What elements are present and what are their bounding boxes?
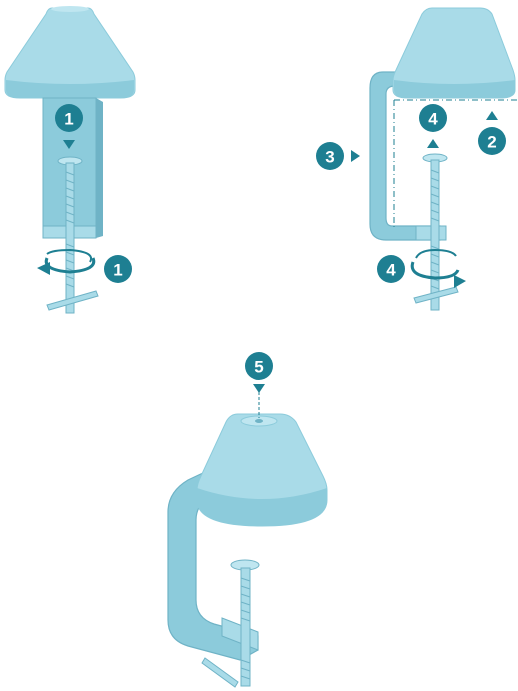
step-badge-4-top: 4 (419, 104, 447, 132)
svg-text:5: 5 (254, 358, 263, 377)
panel-step-5: 5 (167, 352, 328, 688)
table-edge-line (393, 99, 518, 230)
svg-text:4: 4 (386, 261, 396, 280)
lamp-shade (196, 413, 328, 527)
svg-text:1: 1 (64, 110, 73, 129)
svg-text:3: 3 (325, 148, 334, 167)
svg-text:1: 1 (113, 261, 122, 280)
arrow-icon (253, 384, 265, 393)
clamp-screw (201, 559, 260, 688)
step-badge-4-bottom: 4 (377, 255, 405, 283)
lamp-shade (4, 6, 136, 99)
step-badge-3: 3 (316, 142, 344, 170)
clamp-screw (413, 153, 459, 311)
rotate-icon (410, 248, 466, 288)
arrow-icon (486, 111, 498, 120)
step-badge-5: 5 (245, 352, 273, 380)
arrow-icon (351, 150, 360, 162)
svg-text:2: 2 (487, 133, 496, 152)
rotate-icon (37, 248, 96, 275)
step-badge-1-top: 1 (55, 104, 83, 132)
panel-step-1: 1 1 (4, 6, 136, 314)
arrow-icon (63, 140, 75, 149)
svg-text:4: 4 (428, 110, 438, 129)
lamp-shade (392, 7, 516, 99)
step-badge-2: 2 (478, 127, 506, 155)
step-badge-1-bottom: 1 (104, 255, 132, 283)
panel-steps-2-3-4: 4 2 3 4 (316, 7, 518, 311)
arrow-icon (427, 139, 439, 148)
